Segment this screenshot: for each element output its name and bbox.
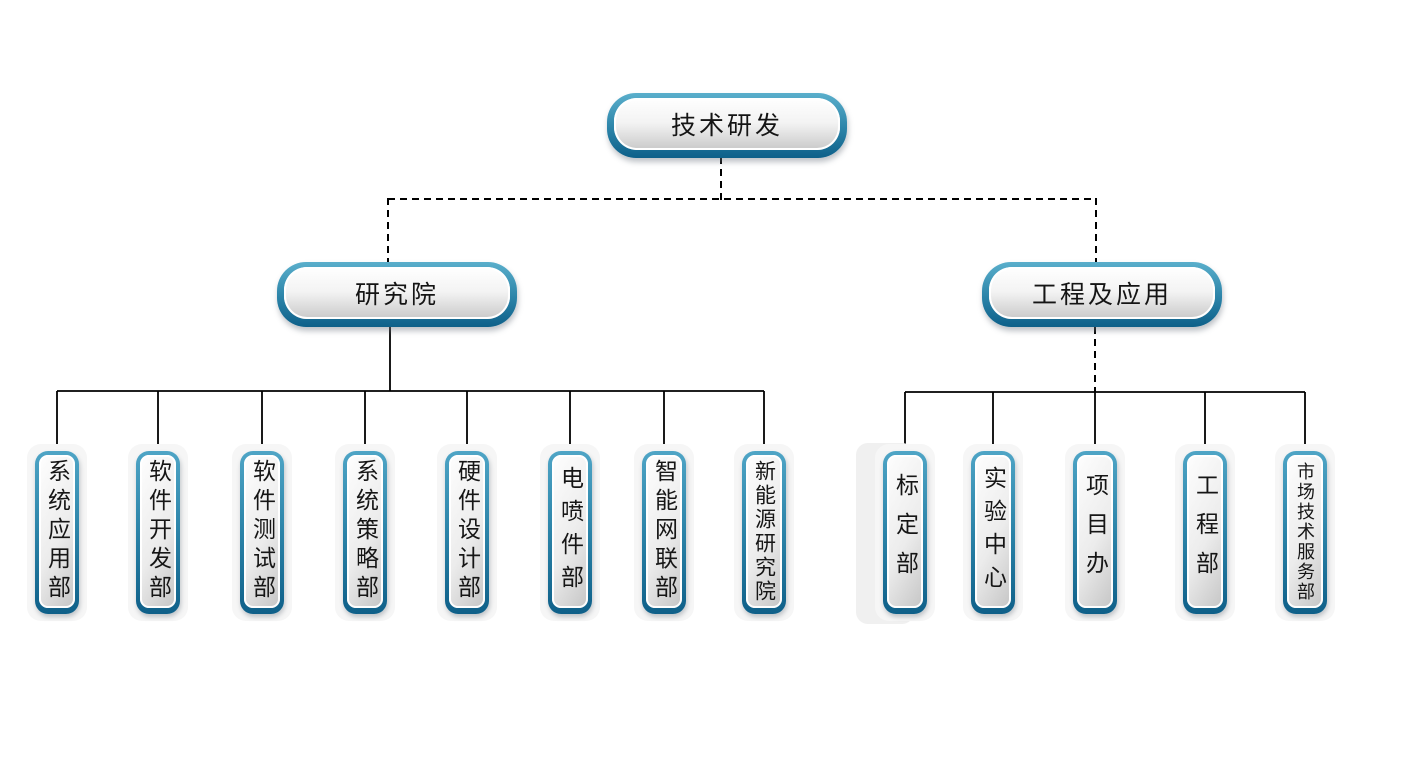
node-surface: 工程及应用	[989, 267, 1215, 319]
node-label: 工程及应用	[1031, 281, 1172, 309]
org-node-research-institute[interactable]: 研究院	[277, 262, 517, 327]
node-label: 项目办	[1082, 473, 1109, 590]
node-label: 新能源研究院	[752, 459, 776, 604]
node-label: 软件测试部	[249, 459, 276, 604]
node-surface: 技术研发	[614, 98, 840, 150]
node-label: 工程部	[1192, 473, 1219, 590]
node-frame: 项目办	[1073, 451, 1117, 614]
solid-connectors	[56, 315, 1306, 456]
node-label: 系统应用部	[44, 459, 71, 604]
org-node-project-office[interactable]: 项目办	[1065, 444, 1125, 621]
org-node-engineering-dept[interactable]: 工程部	[1175, 444, 1235, 621]
org-node-software-dev-dept[interactable]: 软件开发部	[128, 444, 188, 621]
node-frame: 智能网联部	[642, 451, 686, 614]
node-label: 软件开发部	[145, 459, 172, 604]
dashed-connectors	[387, 145, 1097, 392]
node-frame: 市场技术服务部	[1283, 451, 1327, 614]
node-label: 电喷件部	[557, 465, 584, 598]
node-frame: 软件开发部	[136, 451, 180, 614]
org-node-lab-center[interactable]: 实验中心	[963, 444, 1023, 621]
node-frame: 硬件设计部	[445, 451, 489, 614]
node-frame: 标定部	[883, 451, 927, 614]
org-node-intelligent-connected-dept[interactable]: 智能网联部	[634, 444, 694, 621]
node-label: 系统策略部	[352, 459, 379, 604]
node-frame: 系统应用部	[35, 451, 79, 614]
org-node-hardware-design-dept[interactable]: 硬件设计部	[437, 444, 497, 621]
node-label: 实验中心	[980, 465, 1007, 598]
org-node-market-tech-service-dept[interactable]: 市场技术服务部	[1275, 444, 1335, 621]
org-node-new-energy-research-institute[interactable]: 新能源研究院	[734, 444, 794, 621]
node-label: 研究院	[354, 281, 439, 309]
org-node-engineering-application[interactable]: 工程及应用	[982, 262, 1222, 327]
node-label: 标定部	[892, 473, 919, 590]
node-frame: 新能源研究院	[742, 451, 786, 614]
org-node-root[interactable]: 技术研发	[607, 93, 847, 158]
node-surface: 研究院	[284, 267, 510, 319]
org-node-system-application-dept[interactable]: 系统应用部	[27, 444, 87, 621]
org-node-efi-parts-dept[interactable]: 电喷件部	[540, 444, 600, 621]
node-frame: 工程部	[1183, 451, 1227, 614]
node-label: 技术研发	[670, 112, 783, 140]
node-frame: 实验中心	[971, 451, 1015, 614]
node-label: 智能网联部	[651, 459, 678, 604]
node-label: 硬件设计部	[454, 459, 481, 604]
node-label: 市场技术服务部	[1295, 461, 1315, 602]
org-node-software-test-dept[interactable]: 软件测试部	[232, 444, 292, 621]
node-frame: 电喷件部	[548, 451, 592, 614]
node-frame: 系统策略部	[343, 451, 387, 614]
node-frame: 软件测试部	[240, 451, 284, 614]
org-node-calibration-dept[interactable]: 标定部	[875, 444, 935, 621]
org-node-system-strategy-dept[interactable]: 系统策略部	[335, 444, 395, 621]
